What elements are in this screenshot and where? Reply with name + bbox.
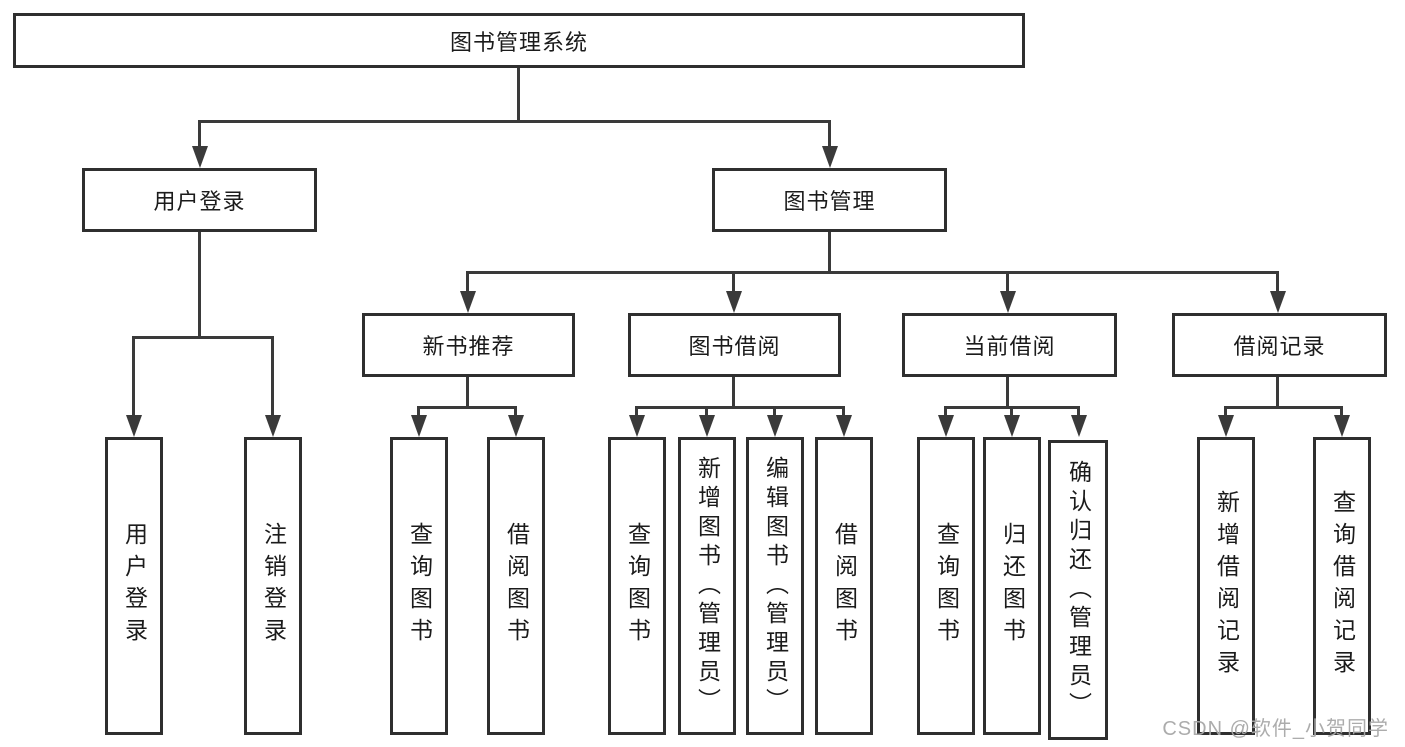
connector-records-trunk bbox=[1276, 377, 1279, 406]
leaf-add-borrow-record: 新增借阅记录 bbox=[1197, 437, 1255, 735]
leaf-user-login-label: 用户登录 bbox=[121, 522, 148, 650]
leaf-borrow-query-books: 查询图书 bbox=[608, 437, 666, 735]
connector-arrow-recommend-query bbox=[417, 406, 420, 415]
leaf-current-query-books: 查询图书 bbox=[917, 437, 975, 735]
node-new-book-recommend-label: 新书推荐 bbox=[422, 334, 515, 359]
leaf-borrow-borrow-books-label: 借阅图书 bbox=[831, 522, 858, 650]
leaf-edit-book-admin: 编辑图书（管理员） bbox=[746, 437, 804, 735]
connector-arrow-recommend-borrow bbox=[514, 406, 517, 415]
connector-arrow-current-return bbox=[1010, 406, 1013, 415]
connector-arrow-borrow-add bbox=[705, 406, 708, 415]
node-book-management: 图书管理 bbox=[712, 168, 947, 232]
leaf-query-borrow-record: 查询借阅记录 bbox=[1313, 437, 1371, 735]
csdn-watermark: CSDN @软件_小贺同学 bbox=[1162, 718, 1389, 740]
leaf-add-book-admin: 新增图书（管理员） bbox=[678, 437, 736, 735]
connector-arrow-to-borrow-records bbox=[1276, 271, 1279, 291]
leaf-add-book-admin-label: 新增图书（管理员） bbox=[694, 455, 721, 717]
node-new-book-recommend: 新书推荐 bbox=[362, 313, 575, 377]
connector-user-login-hbar bbox=[132, 336, 274, 339]
connector-arrow-borrow-borrow bbox=[842, 406, 845, 415]
node-book-management-label: 图书管理 bbox=[783, 189, 876, 214]
leaf-recommend-query-books: 查询图书 bbox=[390, 437, 448, 735]
connector-arrow-borrow-query bbox=[635, 406, 638, 415]
node-book-borrow-label: 图书借阅 bbox=[688, 334, 781, 359]
connector-recommend-trunk bbox=[466, 377, 469, 406]
connector-arrow-to-leaf-user-login bbox=[132, 336, 135, 415]
leaf-borrow-borrow-books: 借阅图书 bbox=[815, 437, 873, 735]
connector-recommend-hbar bbox=[417, 406, 517, 409]
connector-book-mgmt-hbar bbox=[466, 271, 1279, 274]
connector-records-hbar bbox=[1224, 406, 1343, 409]
node-library-system-label: 图书管理系统 bbox=[449, 29, 588, 55]
leaf-current-query-books-label: 查询图书 bbox=[933, 522, 960, 650]
leaf-confirm-return-admin-label: 确认归还（管理员） bbox=[1065, 459, 1092, 721]
leaf-confirm-return-admin: 确认归还（管理员） bbox=[1048, 440, 1108, 740]
node-borrow-records-label: 借阅记录 bbox=[1233, 334, 1326, 359]
connector-current-trunk bbox=[1006, 377, 1009, 406]
node-user-login-label: 用户登录 bbox=[153, 189, 246, 214]
connector-arrow-to-user-login bbox=[198, 120, 201, 146]
leaf-recommend-query-books-label: 查询图书 bbox=[406, 522, 433, 650]
node-borrow-records: 借阅记录 bbox=[1172, 313, 1387, 377]
connector-arrow-borrow-edit bbox=[773, 406, 776, 415]
connector-borrow-trunk bbox=[732, 377, 735, 406]
connector-root-hbar bbox=[198, 120, 831, 123]
connector-book-mgmt-trunk bbox=[828, 232, 831, 271]
leaf-add-borrow-record-label: 新增借阅记录 bbox=[1213, 490, 1240, 682]
node-book-borrow: 图书借阅 bbox=[628, 313, 841, 377]
leaf-logout-label: 注销登录 bbox=[260, 522, 287, 650]
connector-user-login-trunk bbox=[198, 232, 201, 336]
node-user-login: 用户登录 bbox=[82, 168, 317, 232]
connector-arrow-current-confirm bbox=[1077, 406, 1080, 415]
node-current-borrow-label: 当前借阅 bbox=[963, 334, 1056, 359]
leaf-recommend-borrow-books: 借阅图书 bbox=[487, 437, 545, 735]
connector-arrow-records-add bbox=[1224, 406, 1227, 415]
leaf-return-books-label: 归还图书 bbox=[999, 522, 1026, 650]
connector-arrow-to-new-book-recommend bbox=[466, 271, 469, 291]
connector-arrow-to-book-management bbox=[828, 120, 831, 146]
leaf-user-login: 用户登录 bbox=[105, 437, 163, 735]
node-current-borrow: 当前借阅 bbox=[902, 313, 1117, 377]
connector-borrow-hbar bbox=[635, 406, 845, 409]
leaf-edit-book-admin-label: 编辑图书（管理员） bbox=[762, 455, 789, 717]
connector-arrow-to-leaf-logout bbox=[271, 336, 274, 415]
node-library-system: 图书管理系统 bbox=[13, 13, 1025, 68]
connector-arrow-records-query bbox=[1340, 406, 1343, 415]
connector-arrow-to-book-borrow bbox=[732, 271, 735, 291]
leaf-borrow-query-books-label: 查询图书 bbox=[624, 522, 651, 650]
leaf-recommend-borrow-books-label: 借阅图书 bbox=[503, 522, 530, 650]
connector-arrow-to-current-borrow bbox=[1006, 271, 1009, 291]
connector-arrow-current-query bbox=[944, 406, 947, 415]
leaf-return-books: 归还图书 bbox=[983, 437, 1041, 735]
leaf-logout: 注销登录 bbox=[244, 437, 302, 735]
connector-root-trunk bbox=[517, 68, 520, 120]
leaf-query-borrow-record-label: 查询借阅记录 bbox=[1329, 490, 1356, 682]
